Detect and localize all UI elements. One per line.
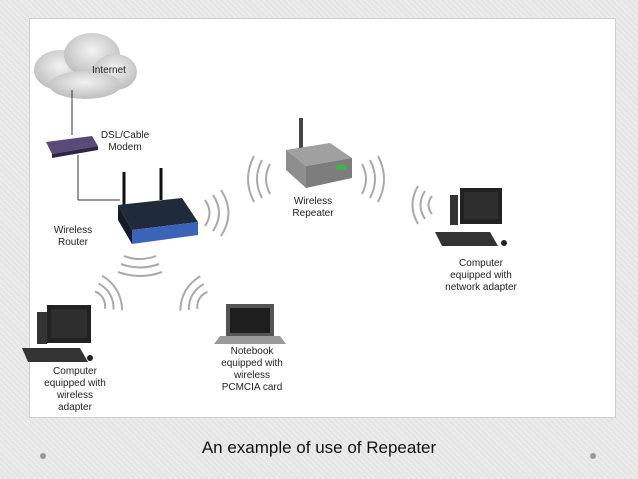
computer-network-label: Computer equipped with network adapter xyxy=(445,258,517,293)
modem-label: DSL/Cable Modem xyxy=(100,130,150,153)
notebook-icon xyxy=(214,304,286,344)
repeater-icon xyxy=(286,118,352,188)
internet-cloud-icon xyxy=(34,33,137,99)
slide-dot-right xyxy=(590,453,596,459)
cable-lines xyxy=(71,90,120,201)
modem-icon xyxy=(46,136,98,158)
internet-label: Internet xyxy=(92,65,126,76)
computer-wireless-label: Computer equipped with wireless adapter xyxy=(44,366,106,413)
computer-network-icon xyxy=(435,188,507,246)
slide-caption: An example of use of Repeater xyxy=(201,438,437,457)
computer-wireless-icon xyxy=(22,305,93,362)
router-icon xyxy=(118,168,198,244)
repeater-label: Wireless Repeater xyxy=(292,196,334,219)
slide-dot-left xyxy=(40,453,46,459)
router-label: Wireless Router xyxy=(53,225,93,248)
wireless-waves xyxy=(94,155,433,311)
notebook-label: Notebook equipped with wireless PCMCIA c… xyxy=(221,346,283,393)
